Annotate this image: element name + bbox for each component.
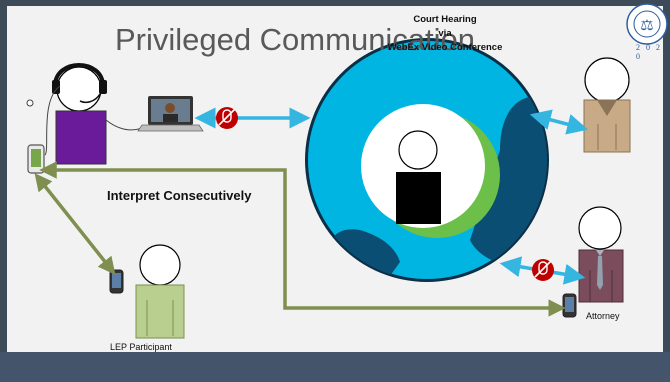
participant-to-court-arrow bbox=[529, 109, 589, 135]
laptop-icon bbox=[137, 96, 204, 132]
lep-phone-icon bbox=[109, 269, 124, 294]
lep-participant-label: LEP Participant bbox=[110, 342, 172, 352]
mute-icon bbox=[532, 259, 554, 281]
attorney-label: Attorney bbox=[586, 311, 620, 321]
attorney-figure bbox=[578, 206, 624, 303]
slide-title: Privileged Communication bbox=[114, 22, 476, 57]
seal-year: 2 0 2 0 bbox=[636, 43, 662, 61]
court-seal-logo: ⚖ bbox=[626, 3, 668, 45]
interpreter-to-attorney-arrow bbox=[39, 161, 566, 317]
mute-icon bbox=[216, 107, 238, 129]
interpret-consecutively-label: Interpret Consecutively bbox=[107, 188, 252, 203]
attorney-phone-icon bbox=[562, 293, 577, 318]
svg-text:⚖: ⚖ bbox=[640, 18, 653, 34]
participant-figure bbox=[583, 57, 631, 153]
interpreter-figure bbox=[44, 63, 153, 165]
judge-figure bbox=[396, 130, 441, 224]
court-hearing-label: Court Hearing via WebEx Video Conference bbox=[387, 14, 503, 53]
interpreter-phone-icon bbox=[27, 144, 45, 174]
headset-plug bbox=[26, 99, 34, 107]
slide-footer-bar bbox=[0, 352, 670, 382]
lep-participant-figure bbox=[135, 244, 185, 339]
